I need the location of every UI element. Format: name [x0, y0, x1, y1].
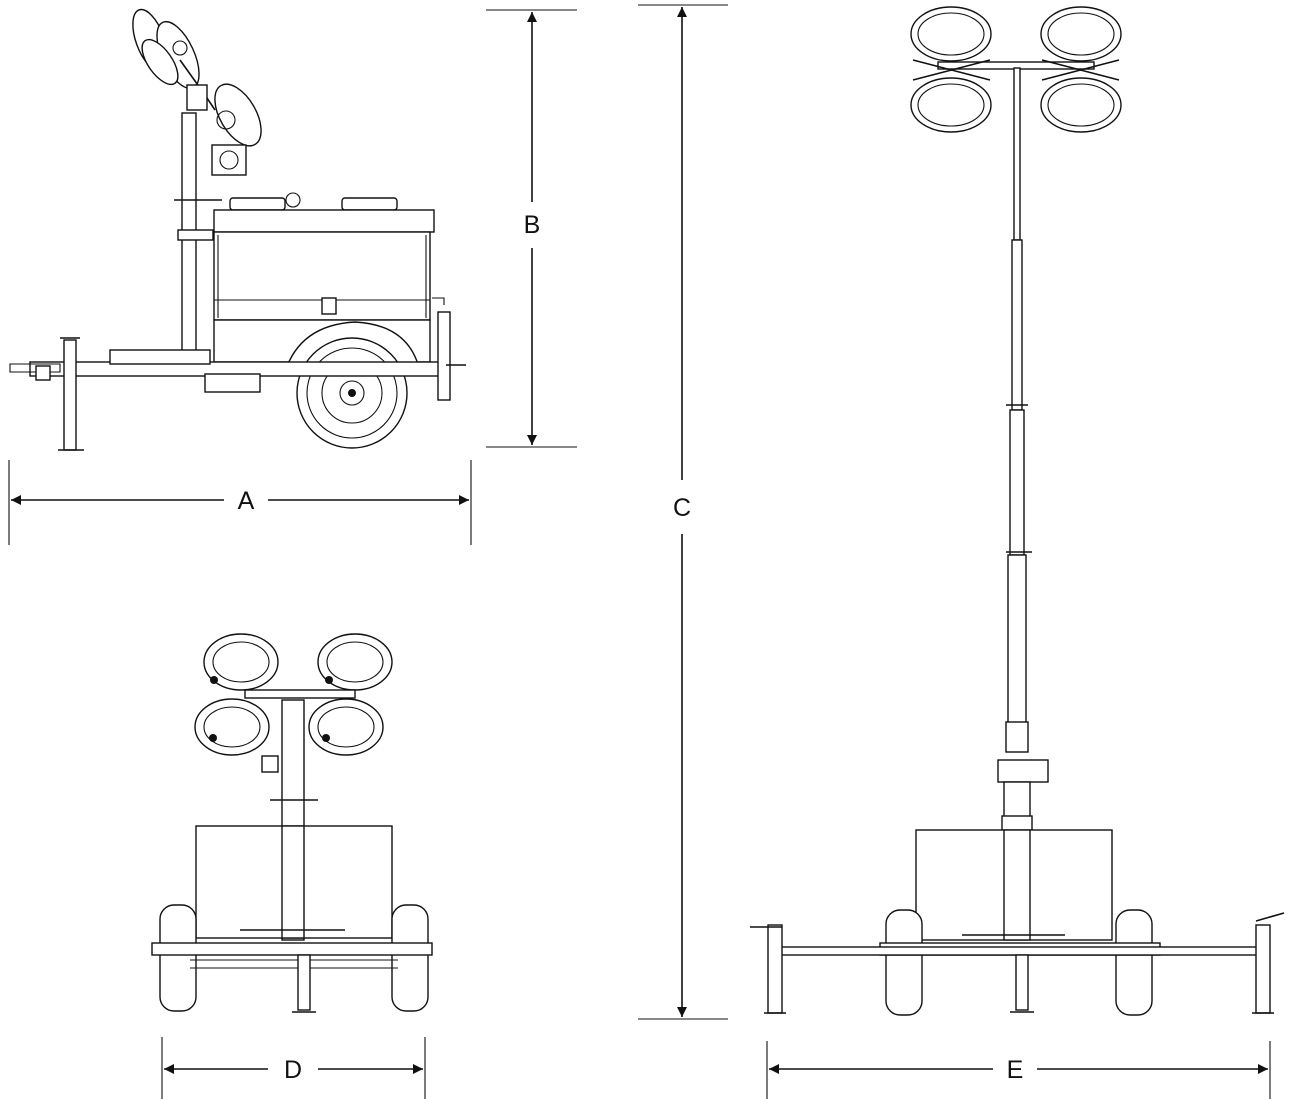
rear-enclosure [195, 825, 393, 939]
dimension-label-d: D [284, 1056, 302, 1084]
extended-light-heads [910, 6, 1122, 133]
side-frame [9, 311, 466, 451]
side-view-stowed [9, 8, 466, 451]
extended-mast [997, 67, 1049, 933]
dimension-c: C [638, 4, 728, 1020]
side-wheel [284, 321, 421, 449]
dimension-d: D [161, 1037, 426, 1099]
dimension-e: E [766, 1041, 1271, 1099]
extended-enclosure [915, 829, 1113, 941]
dimension-b: B [486, 9, 577, 448]
rear-axle-wheels [151, 904, 433, 1013]
dimension-label-e: E [1007, 1056, 1024, 1084]
rear-light-heads [194, 633, 393, 756]
dimension-label-a: A [238, 487, 255, 515]
dimension-a: A [8, 460, 472, 545]
dimension-label-c: C [673, 494, 691, 522]
rear-view-extended [750, 6, 1285, 1016]
rear-view-stowed [151, 633, 433, 1013]
dimension-label-b: B [524, 211, 541, 239]
extended-axle-outriggers [750, 909, 1285, 1016]
side-light-heads [132, 8, 262, 147]
